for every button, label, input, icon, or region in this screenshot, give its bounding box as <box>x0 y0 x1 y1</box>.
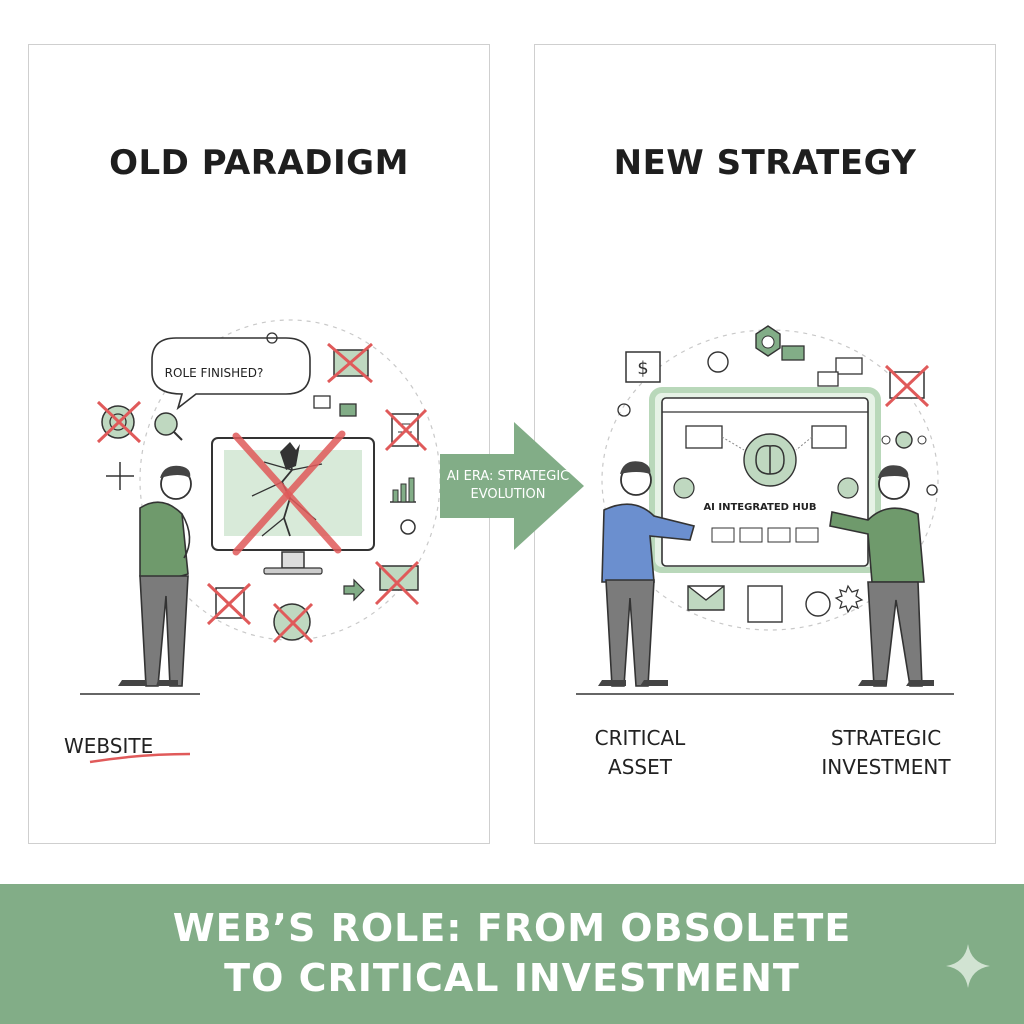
banner-title-line2: TO CRITICAL INVESTMENT <box>224 956 800 1000</box>
chart-icon <box>390 477 416 503</box>
chat-icon <box>835 357 863 375</box>
crossed-message-icon <box>374 560 420 606</box>
website-label: WEBSITE <box>64 734 154 758</box>
strategic-investment-line2: INVESTMENT <box>821 755 951 779</box>
sparkle-icon <box>946 944 990 988</box>
presenter-green <box>829 465 934 687</box>
ring-small-icon <box>926 484 938 496</box>
speech-bubble-icon <box>151 337 311 411</box>
crossed-doc-bottom-icon <box>206 582 252 626</box>
crossed-target-icon <box>96 400 142 444</box>
brain-badge-icon <box>755 325 781 357</box>
bulb-icon <box>707 351 729 373</box>
website-strike <box>89 752 191 764</box>
strategic-investment-line1: STRATEGIC <box>830 726 942 750</box>
report-icon <box>747 585 783 623</box>
crossed-badge-icon <box>272 602 314 644</box>
arrow-caption-line2: EVOLUTION <box>470 487 546 502</box>
slumped-person <box>118 465 192 687</box>
dot-ring-icon <box>617 403 631 417</box>
role-finished-text: ROLE FINISHED? <box>164 366 264 380</box>
big-cross-icon <box>232 430 346 556</box>
strategic-investment-label: STRATEGIC INVESTMENT <box>806 724 966 782</box>
crossed-table-icon <box>884 364 930 408</box>
new-strategy-title: NEW STRATEGY <box>613 143 917 183</box>
critical-asset-label: CRITICAL ASSET <box>560 724 720 782</box>
dot-icon <box>266 332 278 344</box>
svg-text:$: $ <box>637 358 648 379</box>
ai-hub-screen <box>649 387 881 573</box>
banner-title-line1: WEB’S ROLE: FROM OBSOLETE <box>172 906 852 950</box>
crossed-window-icon <box>327 342 373 384</box>
crossed-document-icon <box>384 408 428 452</box>
mail-icon <box>687 585 725 611</box>
critical-asset-line1: CRITICAL <box>594 726 686 750</box>
bottom-banner <box>0 884 1024 1024</box>
chat-small-icon <box>817 371 839 387</box>
arrow-icon <box>440 422 584 550</box>
gear-icon <box>834 584 864 614</box>
gauge-icon <box>805 591 831 617</box>
ring-icon <box>400 519 416 535</box>
presenter-blue <box>598 461 695 687</box>
arrow-caption-line1: AI ERA: STRATEGIC <box>446 469 570 484</box>
network-icon <box>881 431 927 449</box>
dollar-icon: $ <box>625 351 661 383</box>
mini-bubble-icon <box>313 395 331 409</box>
small-arrow-icon <box>343 578 365 602</box>
mini-bubble-green-icon <box>339 403 357 417</box>
critical-asset-line2: ASSET <box>608 755 672 779</box>
ai-hub-label: AI INTEGRATED HUB <box>703 502 817 513</box>
move-icon <box>106 462 134 490</box>
search-icon <box>154 412 183 441</box>
arrow-caption: AI ERA: STRATEGIC EVOLUTION <box>440 468 576 504</box>
message-green-icon <box>781 345 805 361</box>
old-paradigm-title: OLD PARADIGM <box>109 143 409 183</box>
